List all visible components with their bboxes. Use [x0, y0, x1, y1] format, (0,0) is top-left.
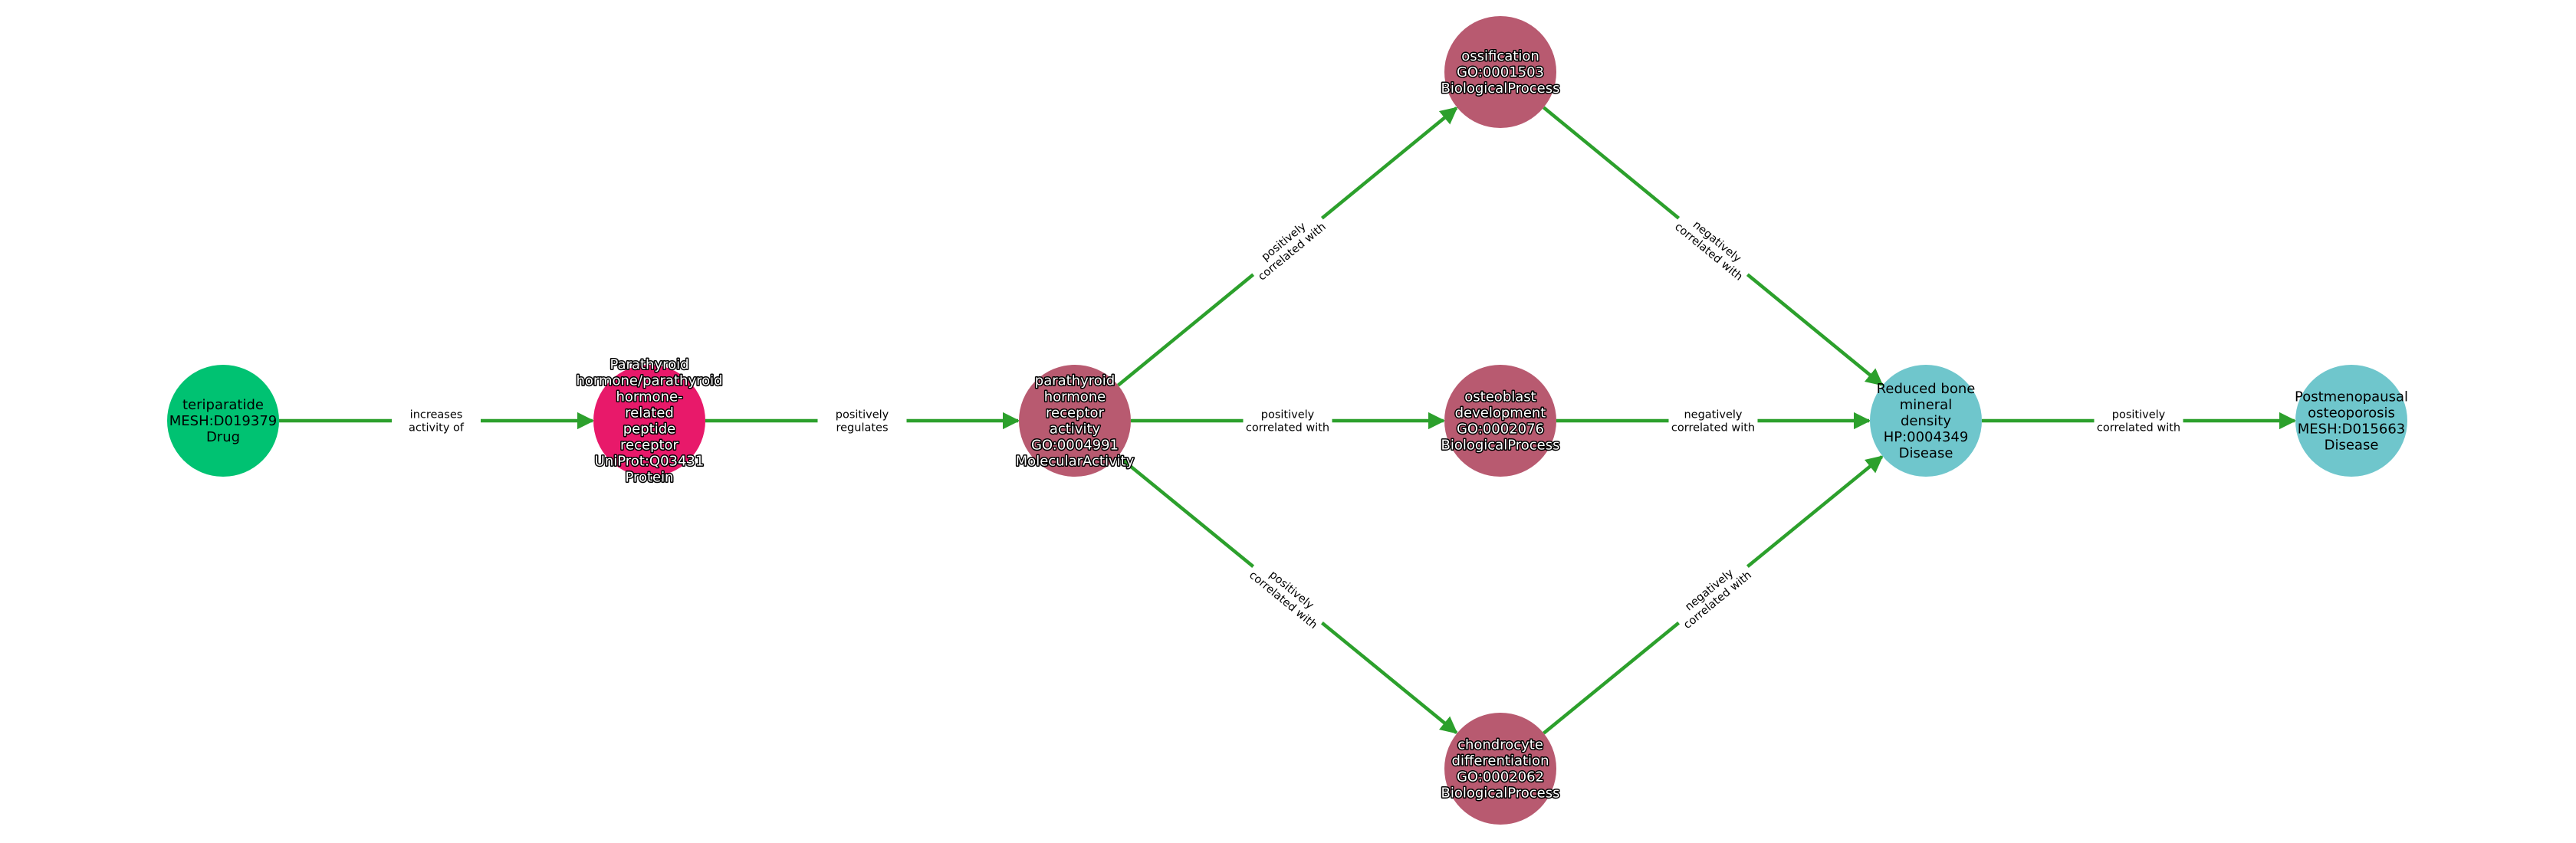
node-circle[interactable]: [2295, 365, 2407, 477]
edge-chondrocyte-differentiation-to-reduced-bone-mineral-density: negativelycorrelated with: [1543, 455, 1884, 735]
edge-label: positivelycorrelated with: [1247, 559, 1327, 631]
edge-arrow: [1746, 455, 1884, 569]
node-circle[interactable]: [1444, 713, 1556, 825]
edge-line: [1117, 273, 1255, 387]
node-circle[interactable]: [1444, 16, 1556, 128]
edge-line: [1543, 621, 1681, 735]
edge-pth-receptor-activity-to-ossification: positivelycorrelated with: [1117, 107, 1458, 387]
edge-line: [1543, 106, 1681, 220]
edge-pth-receptor-activity-to-chondrocyte-differentiation: positivelycorrelated with: [1117, 454, 1458, 734]
node-circle[interactable]: [1019, 365, 1131, 477]
node-circle[interactable]: [1870, 365, 1982, 477]
edge-arrow: [1320, 107, 1458, 220]
edge-arrow: [1320, 621, 1458, 734]
edge-line: [1117, 454, 1255, 569]
edge-label: negativelycorrelated with: [1672, 211, 1753, 284]
edge-label: negativelycorrelated with: [1673, 559, 1753, 631]
edge-arrow: [1746, 273, 1884, 386]
node-circle[interactable]: [593, 365, 705, 477]
edge-label: positivelycorrelated with: [1247, 211, 1328, 284]
edge-ossification-to-reduced-bone-mineral-density: negativelycorrelated with: [1543, 106, 1884, 386]
node-circle[interactable]: [1444, 365, 1556, 477]
node-circle[interactable]: [167, 365, 279, 477]
